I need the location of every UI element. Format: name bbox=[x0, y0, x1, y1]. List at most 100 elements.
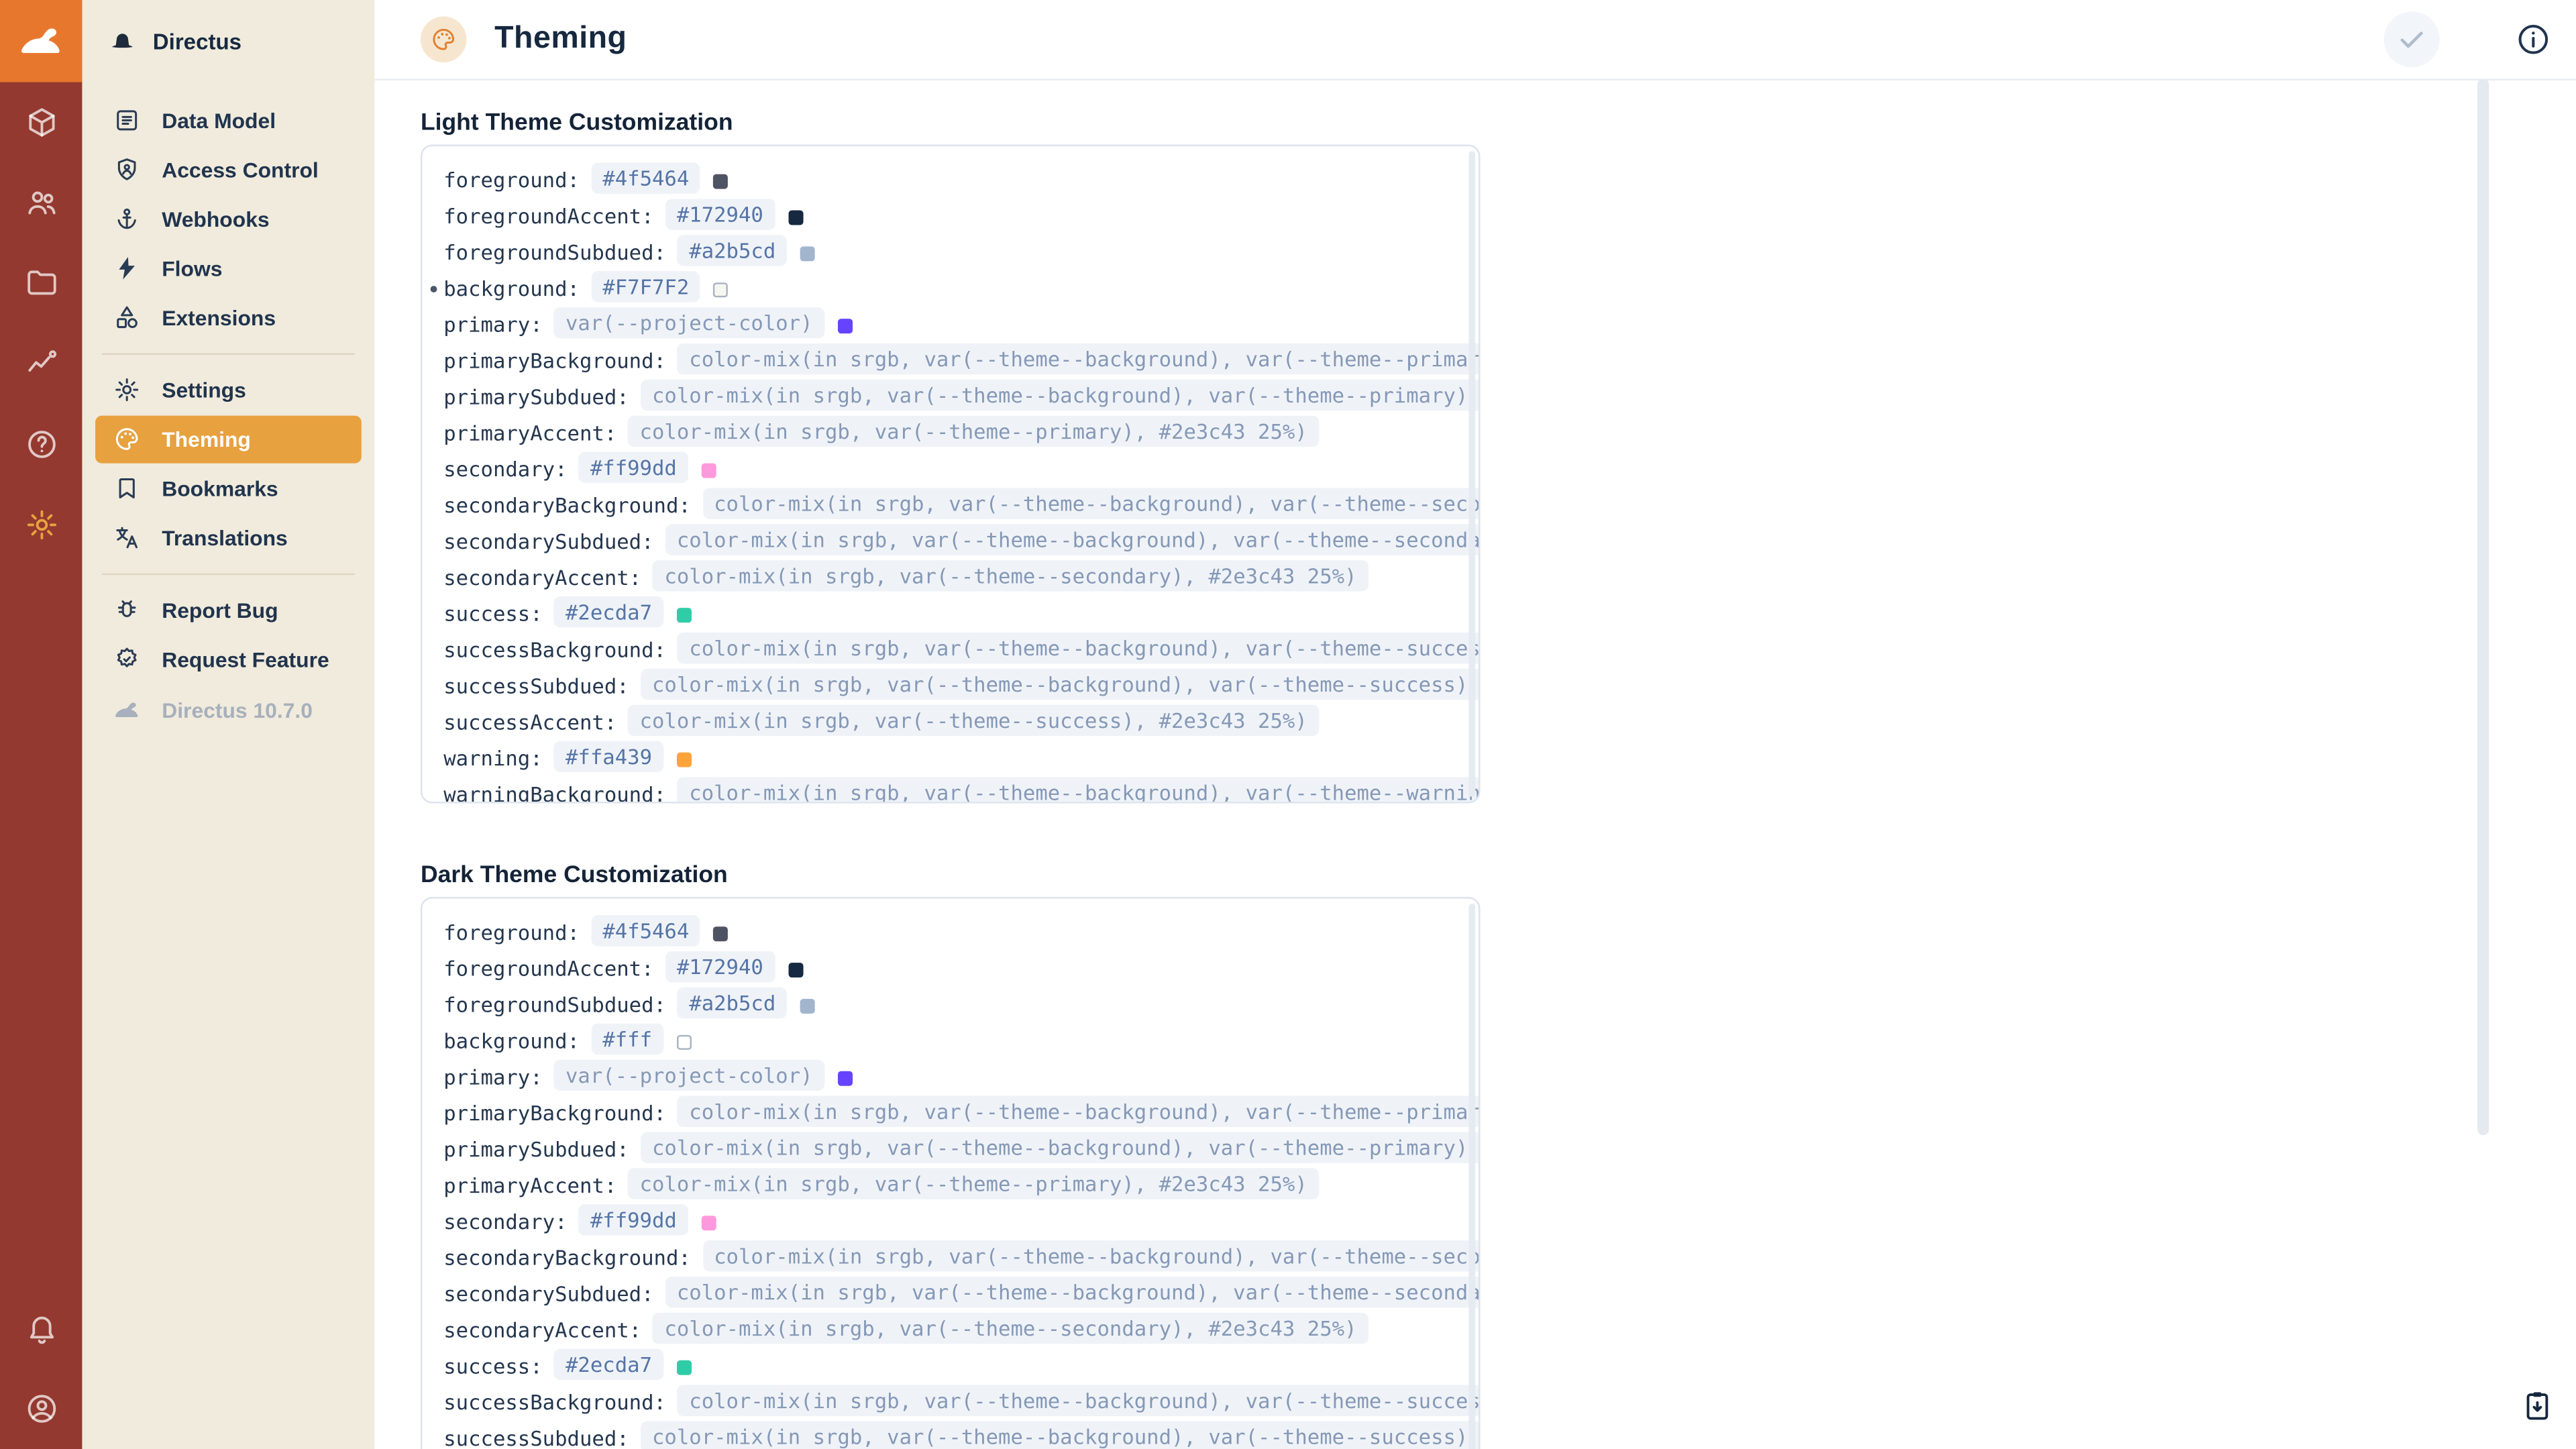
color-swatch bbox=[714, 173, 729, 189]
module-button[interactable] bbox=[0, 82, 82, 162]
settings-sidebar: Directus Data Model Access Control bbox=[82, 0, 375, 1449]
module-bottom-button[interactable] bbox=[0, 1288, 82, 1368]
theme-rule-value-chip[interactable]: #172940 bbox=[665, 951, 775, 983]
theme-rule-value-chip[interactable]: color-mix(in srgb, var(--theme--secondar… bbox=[653, 560, 1368, 592]
module-button[interactable] bbox=[0, 484, 82, 565]
editor-scrollbar[interactable] bbox=[1468, 903, 1476, 1449]
sidebar-item-icon bbox=[113, 646, 140, 673]
sidebar-item[interactable]: Data Model bbox=[95, 97, 362, 144]
directus-logo-button[interactable] bbox=[0, 0, 83, 83]
theme-rule-value-chip[interactable]: #a2b5cd bbox=[678, 987, 788, 1019]
module-bar-bottom bbox=[0, 1288, 82, 1449]
theme-rule-value-chip[interactable]: #2ecda7 bbox=[553, 1348, 664, 1381]
main-panel: Theming Light Theme Customization foregr… bbox=[374, 0, 2576, 1449]
module-button[interactable] bbox=[0, 323, 82, 404]
sidebar-item[interactable]: Settings bbox=[95, 366, 362, 414]
module-button[interactable] bbox=[0, 162, 82, 243]
theme-rule-value-chip[interactable]: color-mix(in srgb, var(--theme--backgrou… bbox=[678, 1095, 1479, 1128]
sidebar-item[interactable]: Extensions bbox=[95, 294, 362, 341]
theme-rule-value-chip[interactable]: color-mix(in srgb, var(--theme--backgrou… bbox=[678, 777, 1479, 802]
sidebar-item[interactable]: Webhooks bbox=[95, 195, 362, 243]
theme-rule-value-chip[interactable]: color-mix(in srgb, var(--theme--primary)… bbox=[628, 1168, 1319, 1199]
module-button[interactable] bbox=[0, 404, 82, 484]
sidebar-item[interactable]: Translations bbox=[95, 515, 362, 562]
light-theme-editor[interactable]: foreground:#4f5464 foregroundAccent:#172… bbox=[420, 144, 1481, 804]
editor-scrollbar[interactable] bbox=[1468, 151, 1476, 797]
theme-rule-value-chip[interactable]: color-mix(in srgb, var(--theme--backgrou… bbox=[640, 379, 1479, 411]
theme-rule-value-chip[interactable]: color-mix(in srgb, var(--theme--secondar… bbox=[653, 1312, 1368, 1344]
sidebar-item-label: Access Control bbox=[162, 158, 319, 182]
module-button[interactable] bbox=[0, 243, 82, 323]
save-button[interactable] bbox=[2383, 11, 2440, 68]
theme-rule-value-chip[interactable]: color-mix(in srgb, var(--theme--backgrou… bbox=[640, 1421, 1479, 1449]
theme-rule-value-chip[interactable]: color-mix(in srgb, var(--theme--backgrou… bbox=[678, 343, 1479, 375]
sidebar-item[interactable]: Bookmarks bbox=[95, 465, 362, 513]
theme-rule-row: warning:#ffa439 bbox=[443, 741, 1479, 777]
theme-rule-value-chip[interactable]: color-mix(in srgb, var(--theme--backgrou… bbox=[640, 1132, 1479, 1163]
module-icon bbox=[24, 347, 58, 381]
theme-rule-value-chip[interactable]: color-mix(in srgb, var(--theme--backgrou… bbox=[702, 488, 1479, 519]
theme-rule-value-chip[interactable]: #2ecda7 bbox=[553, 596, 664, 628]
nav-divider bbox=[101, 573, 355, 576]
theme-rule-key: primaryBackground: bbox=[443, 1100, 666, 1126]
info-sidebar-button[interactable] bbox=[2515, 21, 2551, 66]
theme-rule-key: successBackground: bbox=[443, 1389, 666, 1415]
theme-rule-value-chip[interactable]: #4f5464 bbox=[591, 915, 701, 947]
theme-rule-value-chip[interactable]: color-mix(in srgb, var(--theme--backgrou… bbox=[640, 668, 1479, 700]
check-icon bbox=[2396, 23, 2428, 56]
sidebar-item-label: Report Bug bbox=[162, 598, 278, 623]
theme-rule-value-chip[interactable]: color-mix(in srgb, var(--theme--primary)… bbox=[628, 415, 1319, 447]
nav-item-wrap: Bookmarks bbox=[95, 465, 362, 513]
theme-rule-row: successSubdued:color-mix(in srgb, var(--… bbox=[443, 668, 1479, 705]
theme-rule-value-chip[interactable]: color-mix(in srgb, var(--theme--backgrou… bbox=[678, 1385, 1479, 1417]
sidebar-item[interactable]: Flows bbox=[95, 245, 362, 292]
nav-item-wrap: Access Control bbox=[95, 146, 362, 194]
page-header: Theming bbox=[374, 0, 2576, 81]
sidebar-item-icon bbox=[113, 475, 140, 502]
color-swatch bbox=[676, 751, 692, 767]
module-bottom-button[interactable] bbox=[0, 1368, 82, 1449]
theme-rule-key: foregroundSubdued: bbox=[443, 239, 666, 265]
theme-rule-value-chip[interactable]: color-mix(in srgb, var(--theme--backgrou… bbox=[678, 632, 1479, 664]
theme-rule-value-chip[interactable]: #172940 bbox=[665, 199, 775, 230]
theme-rule-value-chip[interactable]: #ff99dd bbox=[578, 451, 689, 484]
sidebar-item[interactable]: Request Feature bbox=[95, 636, 362, 684]
theme-rule-value-chip[interactable]: #4f5464 bbox=[591, 162, 701, 194]
project-row[interactable]: Directus bbox=[82, 0, 374, 82]
theme-rule-row: secondary:#ff99dd bbox=[443, 1204, 1479, 1240]
light-theme-rows: foreground:#4f5464 foregroundAccent:#172… bbox=[430, 162, 1479, 802]
theme-rule-row: secondarySubdued:color-mix(in srgb, var(… bbox=[443, 1276, 1479, 1313]
theme-rule-row: primarySubdued:color-mix(in srgb, var(--… bbox=[443, 379, 1479, 416]
theme-rule-value-chip[interactable]: color-mix(in srgb, var(--theme--success)… bbox=[628, 704, 1319, 737]
module-icon bbox=[24, 186, 58, 220]
sidebar-item[interactable]: Report Bug bbox=[95, 586, 362, 634]
theme-rule-row: primarySubdued:color-mix(in srgb, var(--… bbox=[443, 1132, 1479, 1168]
theme-rule-value-chip[interactable]: #ffa439 bbox=[553, 741, 664, 773]
theme-rule-value-chip[interactable]: var(--project-color) bbox=[553, 1059, 824, 1091]
theme-rule-row: success:#2ecda7 bbox=[443, 1348, 1479, 1385]
color-swatch bbox=[701, 1215, 716, 1230]
theme-rule-row: successSubdued:color-mix(in srgb, var(--… bbox=[443, 1421, 1479, 1449]
sidebar-item-icon bbox=[113, 206, 140, 233]
theme-rule-value-chip[interactable]: color-mix(in srgb, var(--theme--backgrou… bbox=[702, 1240, 1479, 1272]
theme-rule-value-chip[interactable]: #F7F7F2 bbox=[591, 271, 701, 303]
theme-rule-value-chip[interactable]: #a2b5cd bbox=[678, 235, 788, 266]
page-scrollbar[interactable] bbox=[2477, 78, 2489, 1136]
theme-rule-row: primaryBackground: color-mix(in srgb, var… bbox=[443, 343, 1479, 380]
notifications-drawer-button[interactable] bbox=[2520, 1388, 2555, 1431]
theme-rule-row: foregroundAccent:#172940 bbox=[443, 951, 1479, 987]
theme-rule-value-chip[interactable]: color-mix(in srgb, var(--theme--backgrou… bbox=[665, 1276, 1479, 1308]
sidebar-item[interactable]: Theming bbox=[95, 415, 362, 464]
module-icon bbox=[24, 105, 58, 140]
sidebar-item[interactable]: Access Control bbox=[95, 146, 362, 194]
theme-rule-key: primaryBackground: bbox=[443, 348, 666, 373]
dark-theme-editor[interactable]: foreground:#4f5464 foregroundAccent:#172… bbox=[420, 897, 1481, 1449]
theme-rule-value-chip[interactable]: color-mix(in srgb, var(--theme--backgrou… bbox=[665, 524, 1479, 555]
theme-rule-value-chip[interactable]: var(--project-color) bbox=[553, 307, 824, 339]
theme-rule-value-chip[interactable]: #fff bbox=[591, 1023, 664, 1055]
theme-rule-key: secondaryBackground: bbox=[443, 492, 691, 518]
theme-rule-row: foregroundSubdued: #a2b5cd bbox=[443, 235, 1479, 271]
theme-rule-value-chip[interactable]: #ff99dd bbox=[578, 1204, 689, 1236]
version-label: Directus 10.7.0 bbox=[162, 698, 313, 723]
module-bottom-icon bbox=[24, 1311, 58, 1345]
